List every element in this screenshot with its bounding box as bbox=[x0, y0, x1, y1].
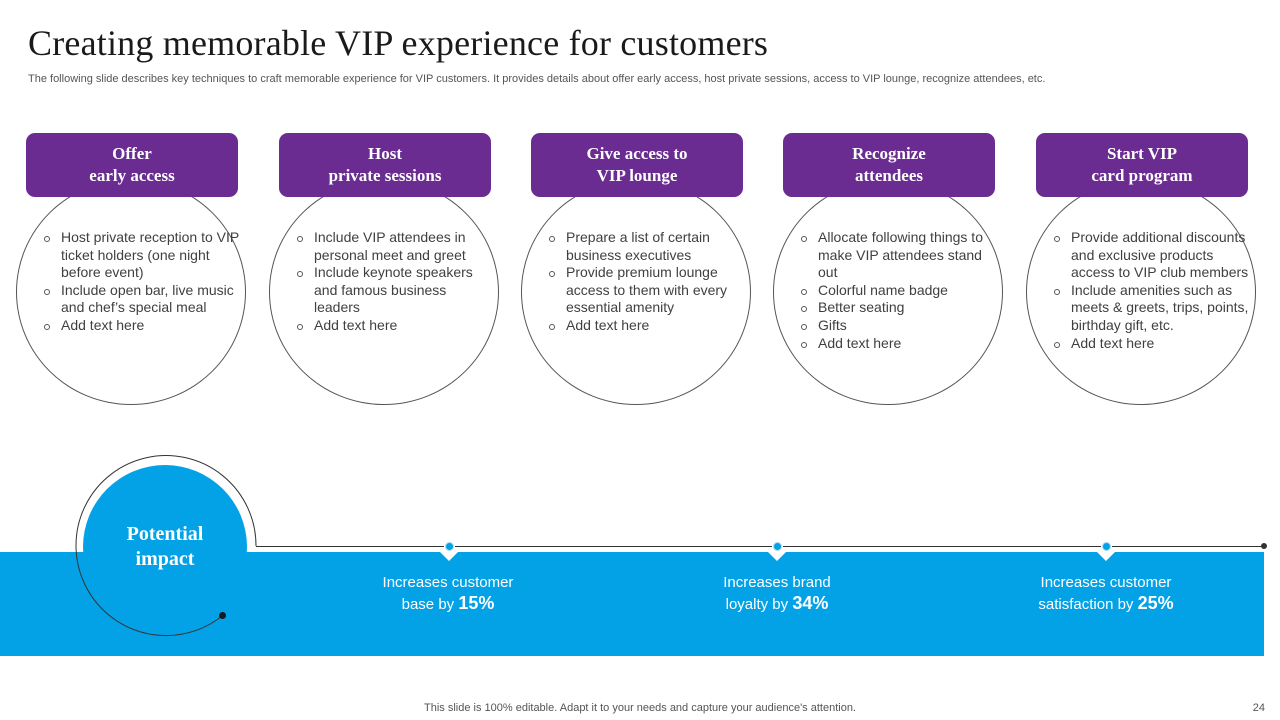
technique-card-early-access: Offer early access Host private receptio… bbox=[16, 133, 246, 418]
impact-item-line1: Increases brand bbox=[723, 574, 831, 591]
card-bullet: Provide premium lounge access to them wi… bbox=[546, 264, 746, 317]
card-header: Recognize attendees bbox=[783, 133, 995, 197]
card-bullet-list: Include VIP attendees in personal meet a… bbox=[294, 229, 494, 335]
timeline-marker bbox=[444, 541, 455, 552]
impact-circle: Potential impact bbox=[83, 465, 247, 629]
card-bullet-list: Allocate following things to make VIP at… bbox=[798, 229, 998, 352]
card-title-line2: private sessions bbox=[328, 166, 442, 185]
impact-item-line1: Increases customer bbox=[1040, 574, 1172, 591]
card-circle bbox=[16, 179, 246, 405]
card-bullet: Allocate following things to make VIP at… bbox=[798, 229, 998, 282]
impact-item-value: 15% bbox=[458, 593, 495, 613]
impact-item-value: 34% bbox=[792, 593, 829, 613]
card-title-line2: early access bbox=[89, 166, 175, 185]
card-title-line1: Start VIP bbox=[1106, 144, 1178, 163]
card-title-line1: Host bbox=[368, 144, 402, 163]
card-circle bbox=[1026, 179, 1256, 405]
timeline-end-dot bbox=[1261, 543, 1267, 549]
timeline-line bbox=[256, 546, 1264, 547]
impact-ring-dot bbox=[219, 612, 226, 619]
card-title-line2: VIP lounge bbox=[596, 166, 678, 185]
card-bullet: Include keynote speakers and famous busi… bbox=[294, 264, 494, 317]
card-header: Start VIP card program bbox=[1036, 133, 1248, 197]
impact-ring-arc bbox=[75, 455, 257, 637]
technique-card-vip-lounge: Give access to VIP lounge Prepare a list… bbox=[521, 133, 751, 418]
card-circle bbox=[269, 179, 499, 405]
card-title-line2: card program bbox=[1091, 166, 1193, 185]
card-circle bbox=[521, 179, 751, 405]
card-bullet: Provide additional discounts and exclusi… bbox=[1051, 229, 1251, 282]
card-header: Offer early access bbox=[26, 133, 238, 197]
card-bullet: Add text here bbox=[41, 317, 241, 335]
card-bullet: Include VIP attendees in personal meet a… bbox=[294, 229, 494, 264]
technique-card-recognize-attendees: Recognize attendees Allocate following t… bbox=[773, 133, 1003, 418]
card-header: Host private sessions bbox=[279, 133, 491, 197]
technique-card-private-sessions: Host private sessions Include VIP attend… bbox=[269, 133, 499, 418]
card-bullet-list: Provide additional discounts and exclusi… bbox=[1051, 229, 1251, 352]
impact-item-customer-satisfaction: Increases customer satisfaction by 25% bbox=[1006, 572, 1206, 615]
card-circle bbox=[773, 179, 1003, 405]
card-title-line1: Give access to bbox=[586, 144, 688, 163]
card-bullet: Add text here bbox=[1051, 335, 1251, 353]
card-title-line2: attendees bbox=[855, 166, 923, 185]
technique-card-vip-card-program: Start VIP card program Provide additiona… bbox=[1026, 133, 1256, 418]
impact-item-brand-loyalty: Increases brand loyalty by 34% bbox=[677, 572, 877, 615]
card-bullet-list: Host private reception to VIP ticket hol… bbox=[41, 229, 241, 335]
card-title-line1: Recognize bbox=[852, 144, 926, 163]
impact-item-line2: base by bbox=[401, 596, 459, 613]
impact-item-line1: Increases customer bbox=[382, 574, 514, 591]
timeline-notch bbox=[767, 551, 787, 561]
card-bullet: Better seating bbox=[798, 299, 998, 317]
card-bullet: Add text here bbox=[546, 317, 746, 335]
impact-item-value: 25% bbox=[1137, 593, 1174, 613]
impact-item-line2: loyalty by bbox=[725, 596, 793, 613]
page-title: Creating memorable VIP experience for cu… bbox=[28, 23, 769, 63]
card-bullet: Prepare a list of certain business execu… bbox=[546, 229, 746, 264]
impact-label-line2: impact bbox=[135, 548, 195, 570]
impact-item-line2: satisfaction by bbox=[1038, 596, 1138, 613]
card-bullet: Colorful name badge bbox=[798, 282, 998, 300]
timeline-notch bbox=[1096, 551, 1116, 561]
card-bullet: Include amenities such as meets & greets… bbox=[1051, 282, 1251, 335]
card-bullet: Host private reception to VIP ticket hol… bbox=[41, 229, 241, 282]
impact-item-customer-base: Increases customer base by 15% bbox=[348, 572, 548, 615]
footer-note: This slide is 100% editable. Adapt it to… bbox=[424, 702, 856, 714]
card-title-line1: Offer bbox=[112, 144, 152, 163]
impact-label-line1: Potential bbox=[126, 523, 204, 545]
timeline-notch bbox=[439, 551, 459, 561]
timeline-marker bbox=[1101, 541, 1112, 552]
timeline-marker bbox=[772, 541, 783, 552]
page-number: 24 bbox=[1252, 702, 1265, 714]
page-subtitle: The following slide describes key techni… bbox=[28, 73, 1046, 85]
card-bullet: Include open bar, live music and chef’s … bbox=[41, 282, 241, 317]
card-bullet: Add text here bbox=[798, 335, 998, 353]
card-bullet-list: Prepare a list of certain business execu… bbox=[546, 229, 746, 335]
card-header: Give access to VIP lounge bbox=[531, 133, 743, 197]
card-bullet: Add text here bbox=[294, 317, 494, 335]
card-bullet: Gifts bbox=[798, 317, 998, 335]
